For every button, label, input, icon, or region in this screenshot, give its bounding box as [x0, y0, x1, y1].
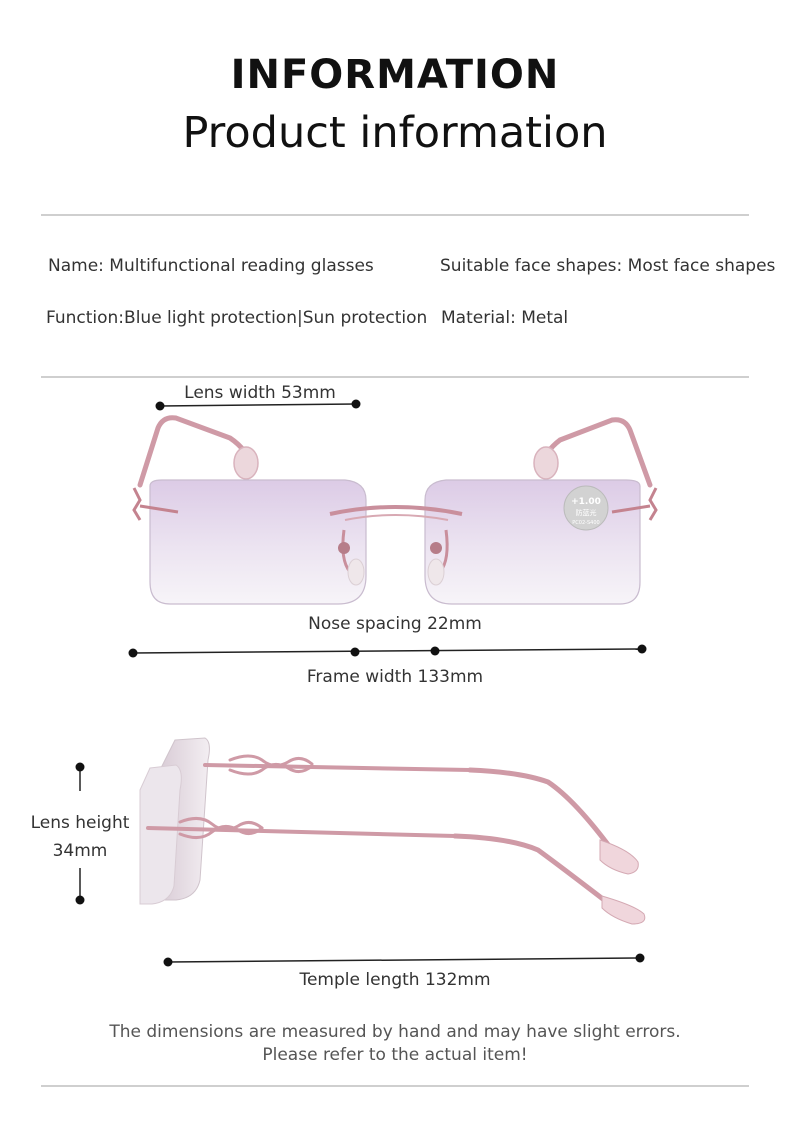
temple-length-dimension	[163, 953, 645, 967]
bridge	[329, 505, 463, 516]
spec-function: Function:Blue light protection|Sun prote…	[46, 308, 428, 328]
left-lens	[149, 479, 367, 605]
lens-width-dimension	[155, 399, 361, 411]
sticker-cn: 防蓝光	[576, 508, 597, 517]
sticker-code: PC02-S400	[572, 520, 599, 526]
lens-height-label-line2: 34mm	[52, 841, 108, 861]
divider-middle	[41, 376, 749, 378]
lens-power-sticker: +1.00 防蓝光 PC02-S400	[563, 485, 609, 531]
side-temple-lower	[146, 817, 615, 909]
measurement-note-line2: Please refer to the actual item!	[262, 1045, 528, 1065]
spec-name: Name: Multifunctional reading glasses	[48, 256, 374, 276]
lens-height-label-line1: Lens height	[30, 813, 130, 833]
measurement-note-line1: The dimensions are measured by hand and …	[109, 1022, 681, 1042]
side-temple-upper	[203, 754, 615, 853]
front-hinges	[132, 487, 658, 521]
lens-height-dimension	[75, 762, 85, 905]
glasses-side-illustration	[75, 737, 646, 967]
nose-spacing-label: Nose spacing 22mm	[308, 614, 482, 634]
frame-width-dimension	[128, 644, 647, 658]
sticker-power: +1.00	[571, 497, 601, 507]
section-title: INFORMATION	[230, 52, 560, 98]
temple-length-label: Temple length 132mm	[299, 970, 491, 990]
nose-pads	[338, 529, 449, 586]
glasses-front-illustration: +1.00 防蓝光 PC02-S400	[128, 399, 658, 658]
side-lens-front	[139, 764, 182, 905]
spec-face-shapes: Suitable face shapes: Most face shapes	[440, 256, 776, 276]
divider-bottom	[41, 1085, 749, 1087]
spec-material: Material: Metal	[441, 308, 569, 328]
lens-width-label: Lens width 53mm	[184, 383, 336, 403]
frame-width-label: Frame width 133mm	[306, 667, 484, 687]
divider-top	[41, 214, 749, 216]
section-subtitle: Product information	[182, 108, 608, 158]
